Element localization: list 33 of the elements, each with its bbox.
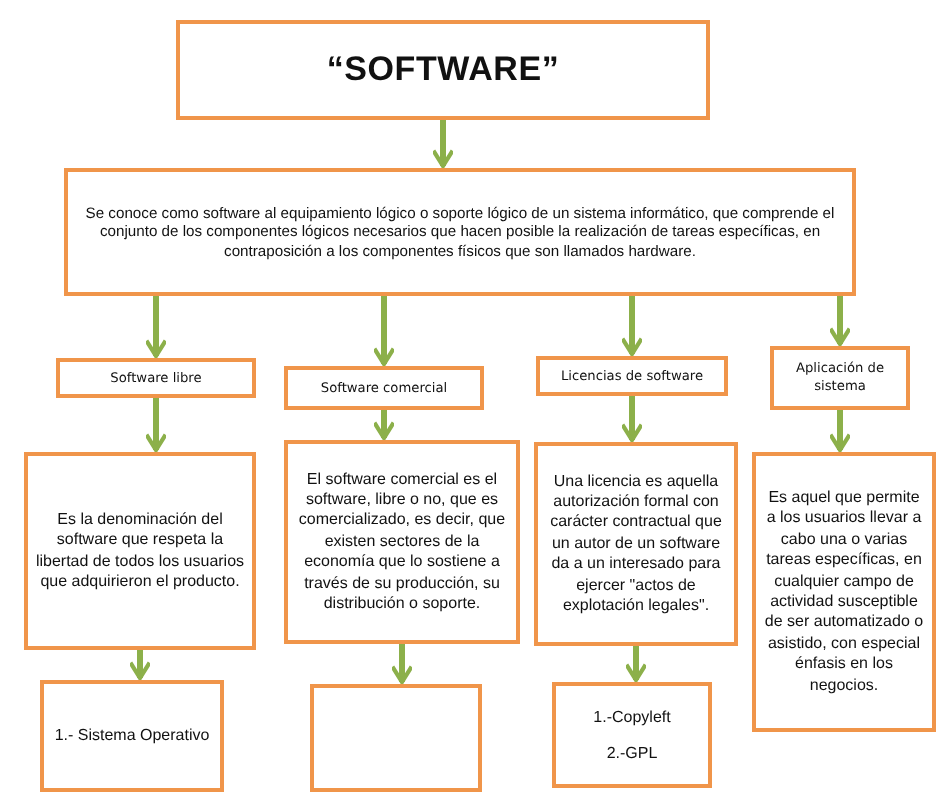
list-item: 1.-Copyleft [593, 707, 671, 727]
description-box [534, 442, 738, 646]
title-text: “SOFTWARE” [326, 48, 560, 92]
list-item: 1.- Sistema Operativo [54, 726, 210, 746]
arrow [372, 410, 396, 441]
arrow [128, 650, 152, 681]
description-box [284, 440, 520, 644]
category-box [770, 346, 910, 410]
description-box [24, 452, 256, 650]
description-text: Es aquel que permite a los usuarios llevar a cabo una o varias tareas específicas, en cualquier campo de actividad susceptible de ser automatizado o asistido, con especial énfasis en los negocios. [762, 488, 926, 696]
definition-box [64, 168, 856, 296]
arrow [431, 120, 455, 169]
arrow [624, 646, 648, 683]
description-box [752, 452, 936, 732]
list-item: 2.-GPL [606, 743, 658, 763]
description-text: Es la denominación del software que respeta la libertad de todos los usuarios que adquirieron el producto. [34, 509, 246, 593]
arrow [390, 644, 414, 685]
example-box [40, 680, 224, 792]
title-box [176, 20, 710, 120]
arrow [620, 396, 644, 443]
arrow [828, 410, 852, 453]
category-box [536, 356, 728, 396]
example-box [310, 684, 482, 792]
category-box [284, 366, 484, 410]
arrow [620, 296, 644, 357]
description-text: El software comercial es el software, libre o no, que es comercializado, es decir, que existen sectores de la economía que lo sostiene a través de su producción, su distribución o soporte. [296, 469, 508, 615]
arrow [828, 296, 852, 347]
arrow [144, 398, 168, 453]
category-box [56, 358, 256, 398]
example-box [552, 682, 712, 788]
arrow [144, 296, 168, 359]
description-text: Una licencia es aquella autorización formal con carácter contractual que un autor de un software da a un interesado para ejercer "actos de explotación legales". [548, 471, 724, 617]
arrow [372, 296, 396, 367]
